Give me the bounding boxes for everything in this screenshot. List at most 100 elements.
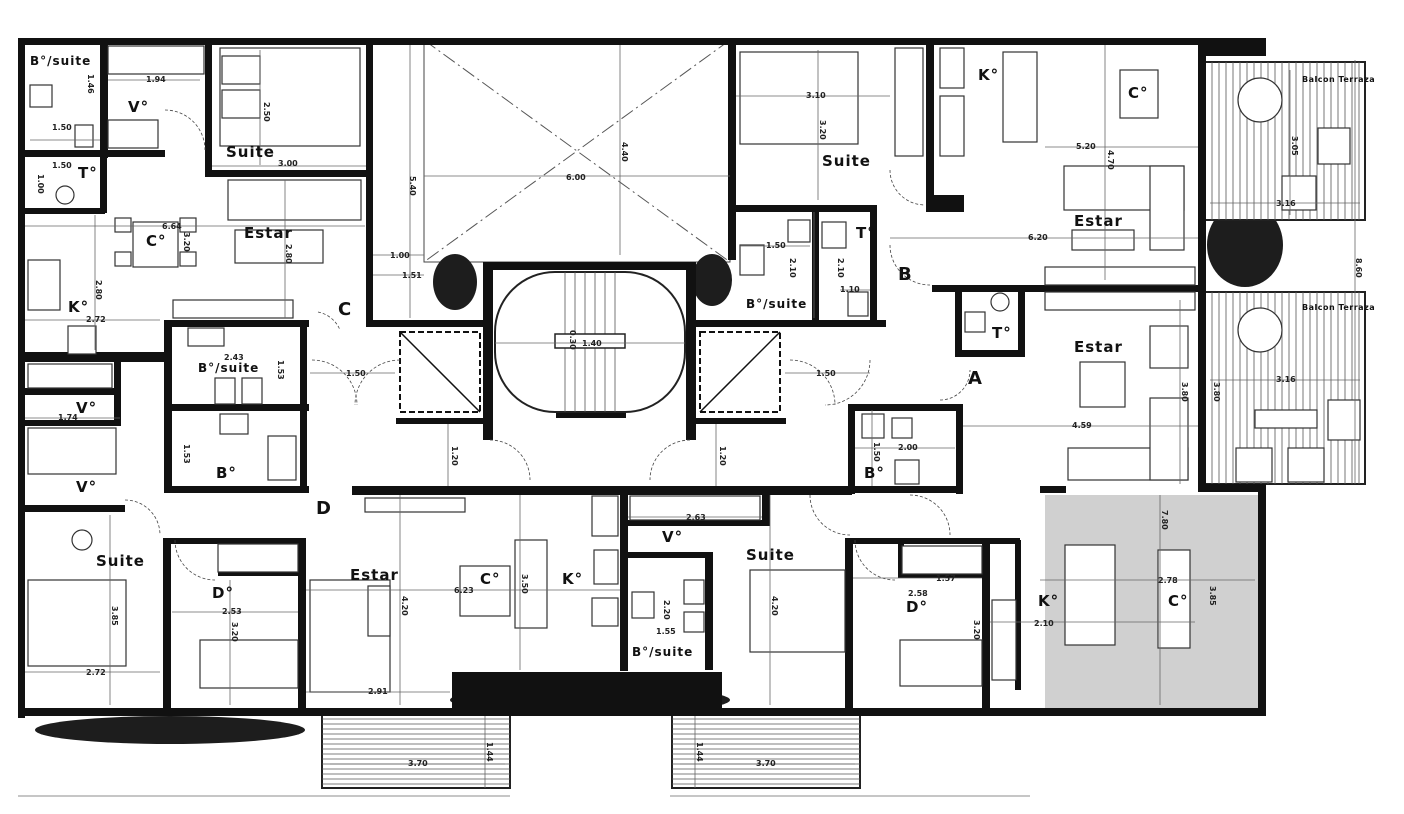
room-label: B° — [216, 464, 237, 482]
dimension-value: 4.70 — [1106, 150, 1115, 170]
dimension-value: 2.43 — [224, 353, 244, 362]
dimension-value: 6.20 — [1028, 233, 1048, 242]
dimension-value: 1.94 — [146, 75, 166, 84]
dimension-value: 3.05 — [1290, 136, 1299, 156]
dimension-value: 1.50 — [872, 442, 881, 462]
walls — [18, 38, 1266, 718]
dimension-value: 2.78 — [1158, 576, 1178, 585]
balcony-mid-right — [1204, 291, 1366, 485]
dimension-value: 3.20 — [818, 120, 827, 140]
room-label: V° — [76, 399, 97, 417]
dimension-value: 3.85 — [110, 606, 119, 626]
room-label: Estar — [1074, 212, 1123, 230]
dimension-value: 3.50 — [520, 574, 529, 594]
dimension-value: 1.10 — [840, 285, 860, 294]
unit-markers: A B C D — [316, 264, 982, 519]
room-label: B°/suite — [632, 645, 693, 659]
room-label: Estar — [244, 224, 293, 242]
elevator-left — [399, 331, 481, 413]
dimension-value: 4.59 — [1072, 421, 1092, 430]
dimension-value: 2.72 — [86, 315, 106, 324]
dimension-value: 6.00 — [566, 173, 586, 182]
dimension-value: 8.60 — [1354, 258, 1363, 278]
room-label: B°/suite — [746, 297, 807, 311]
dimension-value: 1.40 — [582, 339, 602, 348]
room-label: V° — [76, 478, 97, 496]
room-label: D° — [906, 598, 928, 616]
dimension-value: 2.80 — [94, 280, 103, 300]
dimension-value: 3.20 — [230, 622, 239, 642]
room-label: T° — [78, 164, 98, 182]
room-label: C° — [1168, 592, 1189, 610]
dimension-value: 7.80 — [1160, 510, 1169, 530]
dimension-value: 4.20 — [770, 596, 779, 616]
dimension-value: 3.70 — [756, 759, 776, 768]
dimension-value: 1.57 — [936, 574, 956, 583]
room-label: V° — [128, 98, 149, 116]
dimension-value: 3.16 — [1276, 199, 1296, 208]
dimension-value: 2.10 — [1034, 619, 1054, 628]
room-label: B°/suite — [198, 361, 259, 375]
dimension-value: 1.50 — [52, 123, 72, 132]
dimension-value: 3.80 — [1180, 382, 1189, 402]
dimension-value: 6.23 — [454, 586, 474, 595]
dimension-value: 5.20 — [1076, 142, 1096, 151]
dimension-value: 1.46 — [86, 74, 95, 94]
dimension-value: 2.63 — [686, 513, 706, 522]
unit-marker-d: D — [316, 498, 331, 519]
room-label: T° — [856, 224, 876, 242]
dimension-value: 3.00 — [278, 159, 298, 168]
balcony-bottom-right — [671, 713, 861, 789]
room-label: C° — [1128, 84, 1149, 102]
dimension-value: 1.20 — [718, 446, 727, 466]
room-labels: B°/suite V° Suite T° C° Estar K° B°/suit… — [30, 54, 1375, 659]
dimension-value: 6.64 — [162, 222, 182, 231]
dimension-value: 2.80 — [284, 244, 293, 264]
unit-marker-c: C — [338, 299, 351, 320]
stair — [494, 271, 686, 413]
dimension-value: 5.40 — [408, 176, 417, 196]
dimension-value: 1.50 — [816, 369, 836, 378]
dimension-value: 1.50 — [52, 161, 72, 170]
room-label: V° — [662, 528, 683, 546]
dimension-value: 2.72 — [86, 668, 106, 677]
dimension-value: 2.91 — [368, 687, 388, 696]
dimension-value: 3.20 — [182, 232, 191, 252]
dimension-value: 1.00 — [390, 251, 410, 260]
dimension-value: 2.10 — [788, 258, 797, 278]
dimension-value: 3.20 — [972, 620, 981, 640]
room-label: Estar — [350, 566, 399, 584]
room-label: B°/suite — [30, 54, 91, 68]
dimension-value: 4.40 — [620, 142, 629, 162]
dimension-value: 3.85 — [1208, 586, 1217, 606]
room-label: Balcon Terraza — [1302, 303, 1375, 312]
dimension-value: 0.30 — [568, 330, 577, 350]
unit-marker-a: A — [968, 368, 982, 389]
room-label: Estar — [1074, 338, 1123, 356]
dimension-value: 4.20 — [400, 596, 409, 616]
room-label: D° — [212, 584, 234, 602]
room-label: Suite — [96, 552, 145, 570]
room-label: B° — [864, 464, 885, 482]
dimension-value: 1.51 — [402, 271, 422, 280]
dimension-value: 1.50 — [766, 241, 786, 250]
room-label: K° — [1038, 592, 1059, 610]
dimension-value: 2.50 — [262, 102, 271, 122]
dimension-value: 1.50 — [346, 369, 366, 378]
dimension-value: 1.53 — [276, 360, 285, 380]
room-label: K° — [562, 570, 583, 588]
unit-marker-b: B — [898, 264, 912, 285]
dimension-value: 2.20 — [662, 600, 671, 620]
dimension-value: 3.16 — [1276, 375, 1296, 384]
elevator-right — [699, 331, 781, 413]
dimension-value: 1.55 — [656, 627, 676, 636]
dimension-values: 1.46 1.94 2.50 1.50 1.50 1.00 3.00 6.64 … — [36, 74, 1363, 768]
room-label: K° — [978, 66, 999, 84]
dimension-lines — [18, 45, 1360, 797]
dimension-value: 1.00 — [36, 174, 45, 194]
dimension-value: 3.70 — [408, 759, 428, 768]
dimension-value: 2.53 — [222, 607, 242, 616]
room-label: T° — [992, 324, 1012, 342]
dimension-value: 2.10 — [836, 258, 845, 278]
